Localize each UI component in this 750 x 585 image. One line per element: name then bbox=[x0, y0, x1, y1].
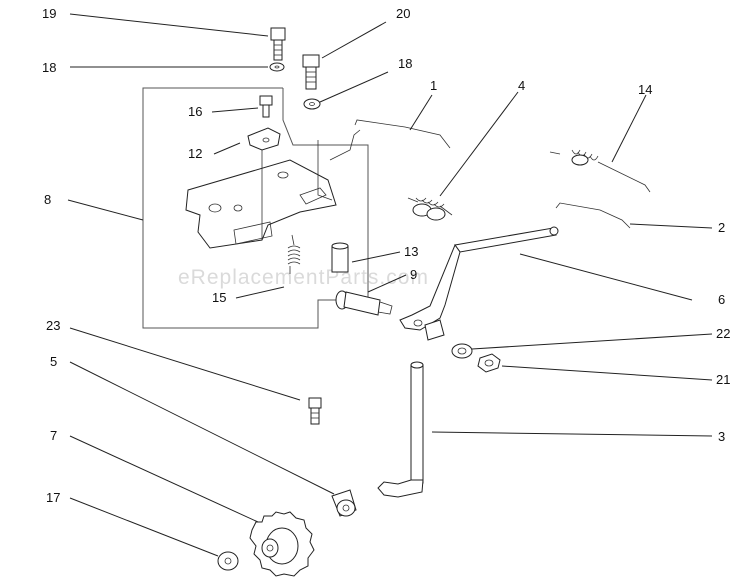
callout-8: 8 bbox=[44, 192, 51, 207]
part-17-washer bbox=[217, 551, 239, 571]
callout-3: 3 bbox=[718, 429, 725, 444]
callout-18-left: 18 bbox=[42, 60, 56, 75]
callout-7: 7 bbox=[50, 428, 57, 443]
callout-20: 20 bbox=[396, 6, 410, 21]
callout-4: 4 bbox=[518, 78, 525, 93]
part-8-governor-bracket bbox=[185, 129, 361, 249]
part-23-bolt bbox=[308, 397, 322, 425]
callout-12: 12 bbox=[188, 146, 202, 161]
callout-15: 15 bbox=[212, 290, 226, 305]
part-22-washer bbox=[451, 343, 473, 359]
part-13-bushing bbox=[331, 242, 349, 273]
part-3-shaft bbox=[377, 361, 424, 498]
leader-lines bbox=[67, 13, 713, 557]
part-9-shoulder-bolt bbox=[335, 290, 393, 316]
part-1-link-rod bbox=[354, 119, 451, 149]
callout-22: 22 bbox=[716, 326, 730, 341]
part-2-link-rod bbox=[555, 202, 631, 229]
callout-19: 19 bbox=[42, 6, 56, 21]
callout-5: 5 bbox=[50, 354, 57, 369]
callout-23: 23 bbox=[46, 318, 60, 333]
part-5-bushing bbox=[331, 489, 357, 517]
part-6-control-lever bbox=[399, 226, 559, 341]
callout-2: 2 bbox=[718, 220, 725, 235]
part-18-washer-top bbox=[269, 62, 285, 72]
callout-6: 6 bbox=[718, 292, 725, 307]
part-20-bolt bbox=[302, 54, 320, 90]
callout-17: 17 bbox=[46, 490, 60, 505]
part-14-spring bbox=[549, 149, 651, 193]
callout-14: 14 bbox=[638, 82, 652, 97]
callout-9: 9 bbox=[410, 267, 417, 282]
watermark: eReplacementParts.com bbox=[178, 266, 429, 289]
part-12-clip bbox=[247, 127, 281, 151]
part-21-nut bbox=[477, 353, 501, 373]
callout-13: 13 bbox=[404, 244, 418, 259]
callout-16: 16 bbox=[188, 104, 202, 119]
part-4-spring bbox=[407, 197, 453, 221]
part-16-bolt bbox=[259, 95, 273, 118]
callout-1: 1 bbox=[430, 78, 437, 93]
part-19-bolt bbox=[270, 27, 286, 61]
part-18-washer-mid bbox=[303, 98, 321, 110]
part-7-governor-gear bbox=[249, 511, 315, 577]
callout-18-right: 18 bbox=[398, 56, 412, 71]
callout-21: 21 bbox=[716, 372, 730, 387]
part-15-spring bbox=[287, 234, 301, 274]
